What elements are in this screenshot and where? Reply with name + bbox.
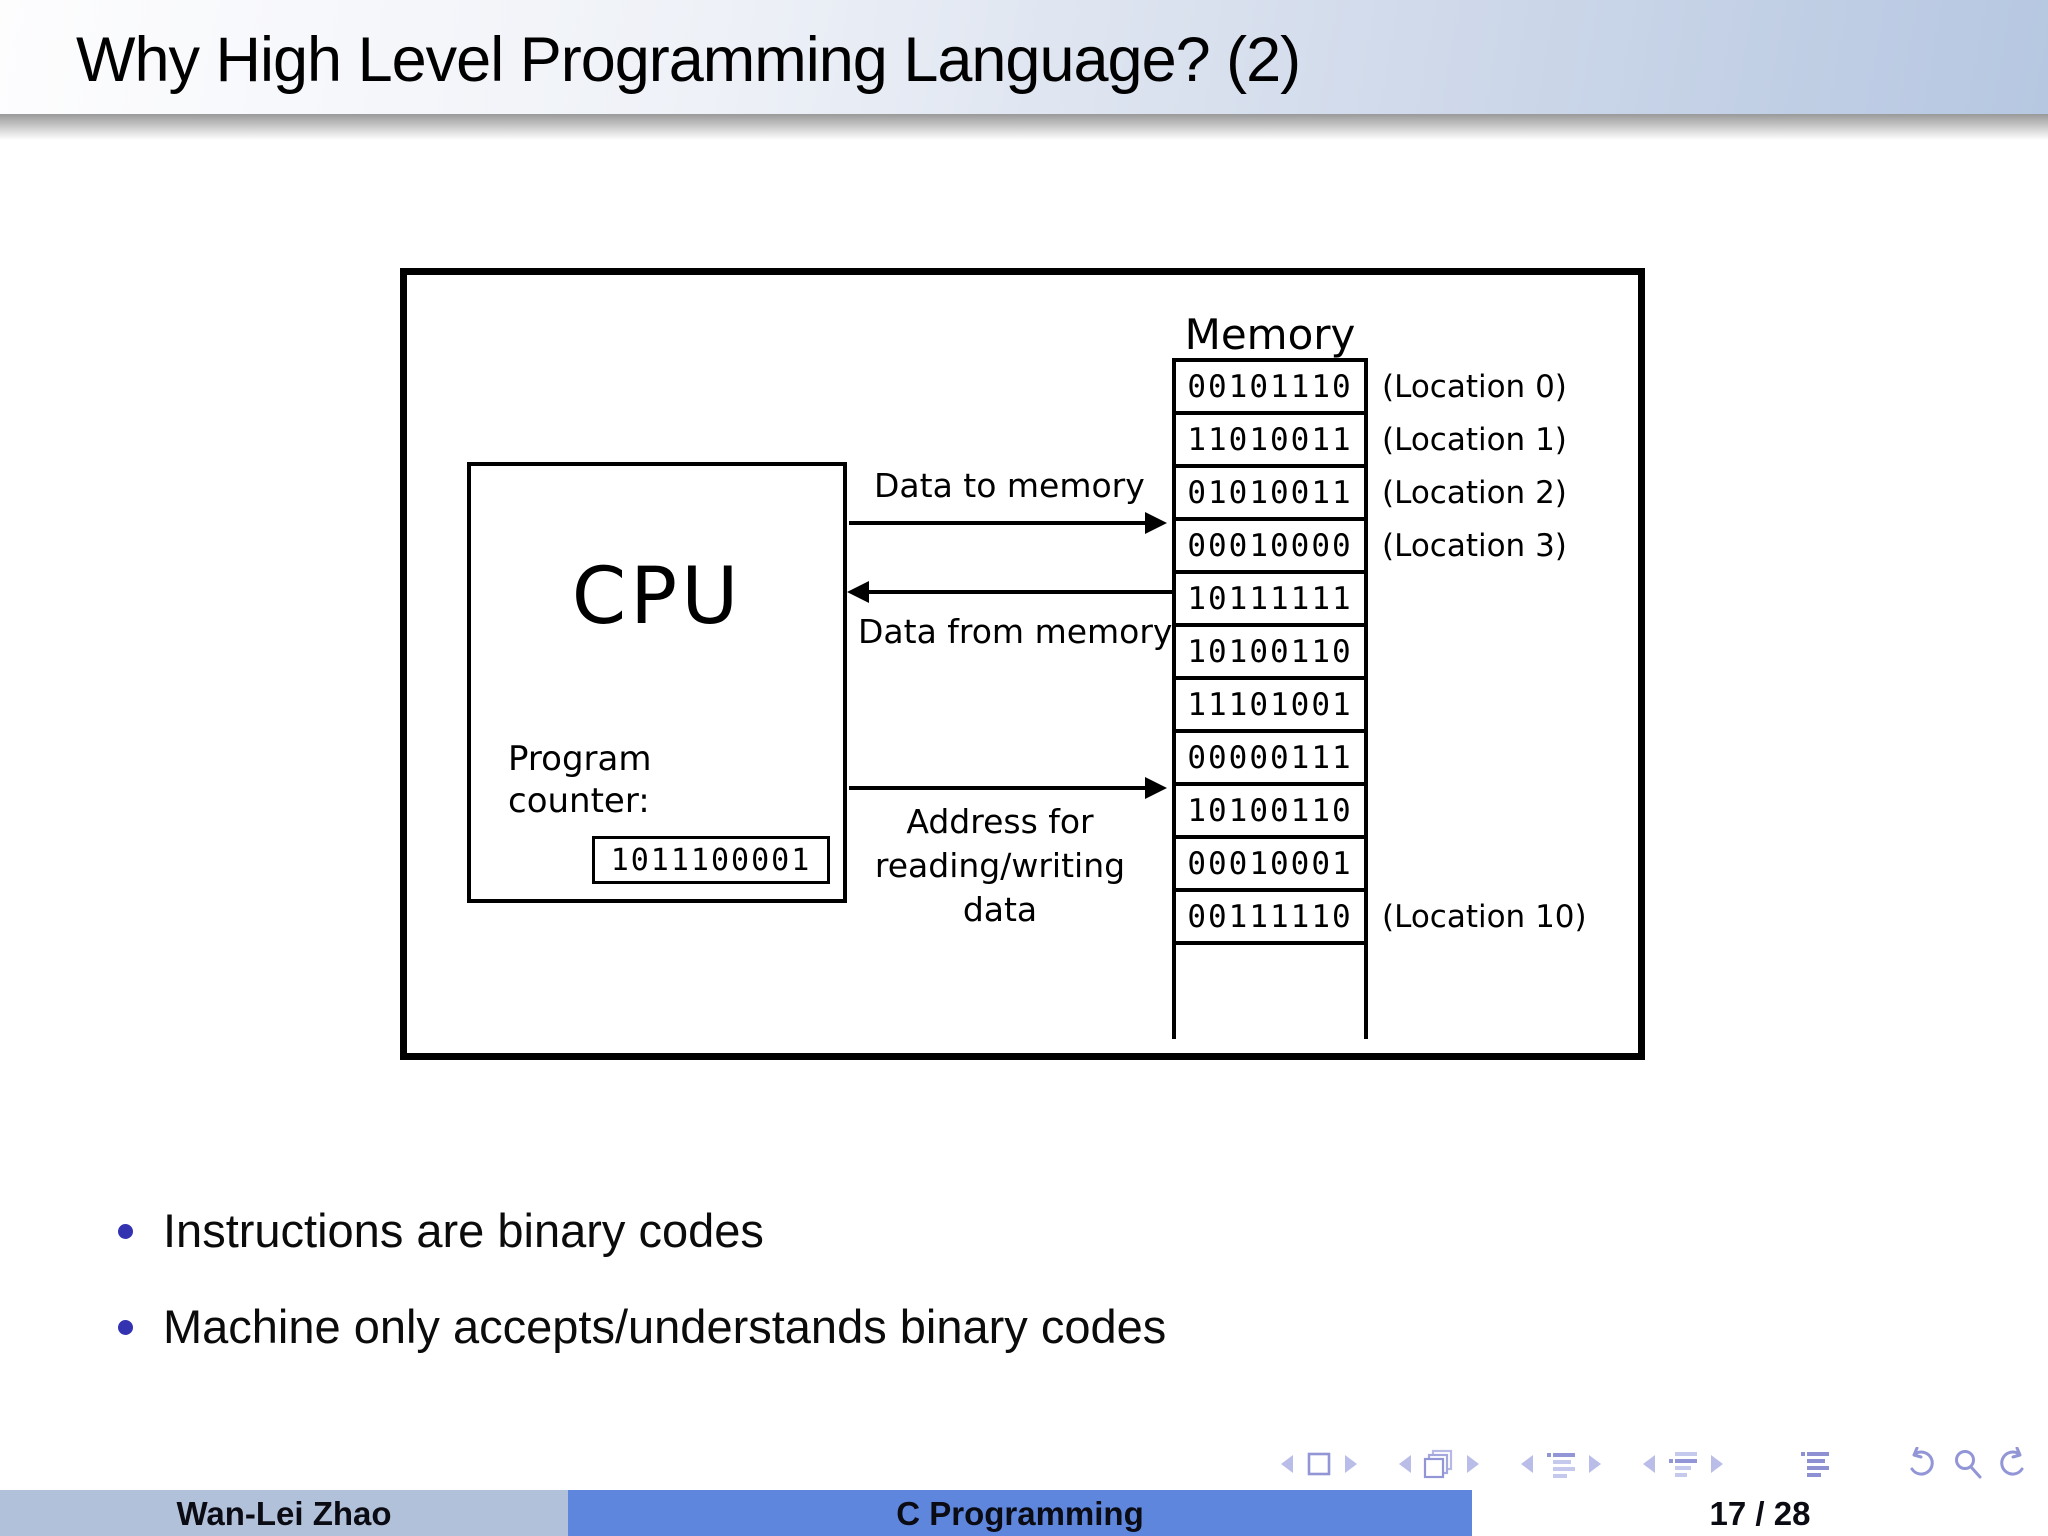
memory-cell-value: 00000111 bbox=[1187, 739, 1353, 776]
history-nav-group bbox=[1900, 1447, 2034, 1481]
section-nav-group bbox=[1514, 1450, 1608, 1478]
memory-location-label: (Location 0) bbox=[1382, 369, 1567, 405]
address-arrowhead-icon bbox=[1145, 777, 1167, 799]
memory-cell: 11010011 bbox=[1172, 411, 1368, 468]
memory-cell: 10100110 bbox=[1172, 782, 1368, 839]
next-frame-icon[interactable] bbox=[1465, 1453, 1481, 1475]
data-to-memory-arrow bbox=[849, 521, 1149, 525]
data-from-memory-label: Data from memory bbox=[858, 612, 1173, 651]
memory-cell-value: 11010011 bbox=[1187, 421, 1353, 458]
title-bar-shadow bbox=[0, 114, 2048, 140]
memory-cell: 01010011 bbox=[1172, 464, 1368, 521]
data-to-memory-label: Data to memory bbox=[874, 466, 1145, 505]
title-bar: Why High Level Programming Language? (2) bbox=[0, 0, 2048, 114]
memory-location-label: (Location 1) bbox=[1382, 422, 1567, 458]
memory-right-extension-line bbox=[1364, 943, 1368, 1039]
memory-cell-value: 11101001 bbox=[1187, 686, 1353, 723]
section-icon[interactable] bbox=[1545, 1450, 1577, 1478]
cpu-label: CPU bbox=[571, 552, 743, 642]
bullet-icon bbox=[118, 1320, 133, 1335]
current-slide-icon[interactable] bbox=[1305, 1450, 1333, 1478]
memory-cell-value: 00111110 bbox=[1187, 898, 1353, 935]
footer-course: C Programming bbox=[568, 1490, 1472, 1536]
undo-icon[interactable] bbox=[1905, 1447, 1941, 1481]
bullet-text: Instructions are binary codes bbox=[163, 1204, 764, 1257]
memory-left-extension-line bbox=[1172, 943, 1176, 1039]
appendix-nav-group bbox=[1794, 1450, 1836, 1478]
memory-location-label: (Location 2) bbox=[1382, 475, 1567, 511]
subsection-icon[interactable] bbox=[1667, 1450, 1699, 1478]
memory-cell-value: 10100110 bbox=[1187, 633, 1353, 670]
list-item: Instructions are binary codes bbox=[118, 1202, 1166, 1260]
memory-cell-value: 10100110 bbox=[1187, 792, 1353, 829]
next-slide-icon[interactable] bbox=[1343, 1453, 1359, 1475]
memory-cell: 00010001 bbox=[1172, 835, 1368, 892]
memory-location-label: (Location 3) bbox=[1382, 528, 1567, 564]
memory-cell-value: 01010011 bbox=[1187, 474, 1353, 511]
data-from-memory-arrowhead-icon bbox=[847, 581, 869, 603]
prev-subsection-icon[interactable] bbox=[1641, 1453, 1657, 1475]
memory-cell: 11101001 bbox=[1172, 676, 1368, 733]
address-arrow bbox=[849, 786, 1149, 790]
memory-cell: 00000111 bbox=[1172, 729, 1368, 786]
program-counter-value: 1011100001 bbox=[610, 842, 812, 878]
subsection-nav-group bbox=[1636, 1450, 1730, 1478]
memory-cell-value: 10111111 bbox=[1187, 580, 1353, 617]
memory-cell-value: 00010000 bbox=[1187, 527, 1353, 564]
memory-cell: 00111110 bbox=[1172, 888, 1368, 945]
bullet-list: Instructions are binary codes Machine on… bbox=[118, 1202, 1166, 1394]
prev-frame-icon[interactable] bbox=[1397, 1453, 1413, 1475]
memory-cell: 00101110 bbox=[1172, 358, 1368, 415]
program-counter-label: Program counter: bbox=[508, 739, 652, 821]
bullet-text: Machine only accepts/understands binary … bbox=[163, 1300, 1167, 1353]
redo-icon[interactable] bbox=[1993, 1447, 2029, 1481]
memory-cell-value: 00010001 bbox=[1187, 845, 1353, 882]
data-to-memory-arrowhead-icon bbox=[1145, 512, 1167, 534]
memory-cell: 10100110 bbox=[1172, 623, 1368, 680]
address-label: Address for reading/writing data bbox=[874, 802, 1126, 929]
data-from-memory-arrow bbox=[869, 590, 1172, 594]
memory-table: 00101110 11010011 01010011 00010000 10111111… bbox=[1172, 358, 1368, 945]
navigation-bar bbox=[0, 1444, 2034, 1484]
slide-nav-group bbox=[1274, 1450, 1364, 1478]
appendix-icon[interactable] bbox=[1799, 1450, 1831, 1478]
frame-nav-group bbox=[1392, 1449, 1486, 1479]
memory-cell: 10111111 bbox=[1172, 570, 1368, 627]
next-section-icon[interactable] bbox=[1587, 1453, 1603, 1475]
frames-icon[interactable] bbox=[1423, 1449, 1455, 1479]
program-counter-box: 1011100001 bbox=[592, 836, 830, 884]
memory-cell: 00010000 bbox=[1172, 517, 1368, 574]
footer-page-number: 17 / 28 bbox=[1472, 1490, 2048, 1536]
memory-location-label: (Location 10) bbox=[1382, 899, 1587, 935]
prev-slide-icon[interactable] bbox=[1279, 1453, 1295, 1475]
cpu-box bbox=[467, 462, 847, 903]
list-item: Machine only accepts/understands binary … bbox=[118, 1298, 1166, 1356]
footer-bar: Wan-Lei Zhao C Programming 17 / 28 bbox=[0, 1490, 2048, 1536]
memory-cell-value: 00101110 bbox=[1187, 368, 1353, 405]
prev-section-icon[interactable] bbox=[1519, 1453, 1535, 1475]
memory-title: Memory bbox=[1184, 310, 1356, 359]
footer-author: Wan-Lei Zhao bbox=[0, 1490, 568, 1536]
bullet-icon bbox=[118, 1224, 133, 1239]
next-subsection-icon[interactable] bbox=[1709, 1453, 1725, 1475]
page-title: Why High Level Programming Language? (2) bbox=[76, 25, 1301, 95]
search-icon[interactable] bbox=[1951, 1447, 1983, 1481]
